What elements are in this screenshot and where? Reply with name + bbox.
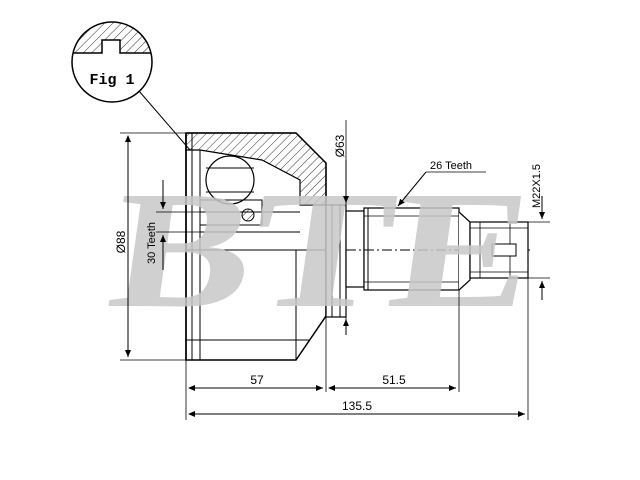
dimension-inner-teeth: 30 Teeth — [146, 180, 200, 270]
watermark-text: BTE — [100, 157, 546, 343]
dimension-thread: M22X1.5 — [528, 164, 550, 300]
dimension-outer-diameter: Ø88 — [114, 132, 186, 361]
fig-1-detail: Fig 1 — [71, 21, 191, 151]
fig-label: Fig 1 — [89, 72, 134, 89]
dimension-total-length: 135.5 — [188, 399, 525, 417]
dimension-neck-diameter: Ø63 — [333, 120, 349, 335]
dimension-lengths: 57 51.5 — [185, 278, 529, 420]
spline-shaft — [345, 207, 530, 291]
outer-diameter-label: Ø88 — [114, 230, 128, 253]
cv-joint-housing — [185, 132, 340, 361]
inner-teeth-label: 30 Teeth — [146, 222, 158, 264]
outer-teeth-label: 26 Teeth — [430, 160, 472, 172]
thread-label: M22X1.5 — [531, 164, 543, 208]
threaded-stub — [458, 211, 529, 291]
body-length-label: 57 — [250, 373, 264, 387]
neck-diameter-label: Ø63 — [333, 134, 347, 157]
total-length-label: 135.5 — [342, 399, 372, 413]
shaft-length-label: 51.5 — [382, 373, 406, 387]
dimension-outer-teeth: 26 Teeth — [397, 160, 486, 207]
bte-watermark: BTE — [100, 157, 546, 343]
